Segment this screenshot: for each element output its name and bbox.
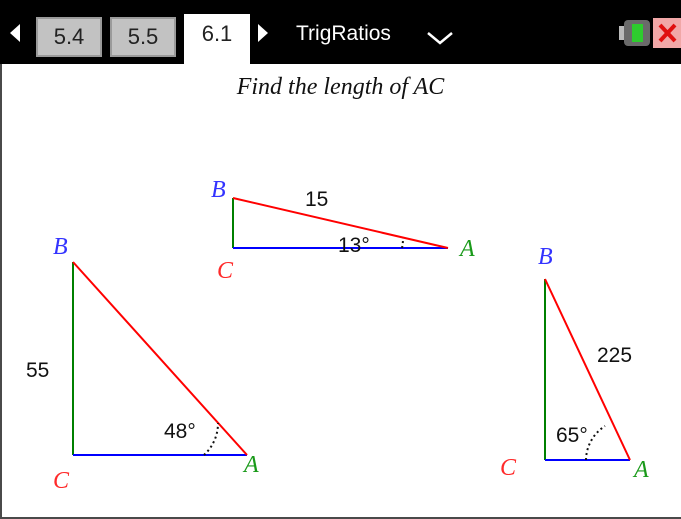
battery-icon bbox=[619, 20, 650, 46]
angle-arc bbox=[203, 422, 220, 456]
tab-5-4[interactable]: 5.4 bbox=[36, 17, 102, 57]
document-title[interactable]: TrigRatios bbox=[296, 22, 391, 45]
side-length-label: 55 bbox=[26, 359, 49, 382]
tab-6-1[interactable]: 6.1 bbox=[184, 14, 250, 64]
vertex-label-a: A bbox=[458, 236, 475, 262]
angle-label: 13° bbox=[338, 234, 370, 257]
vertex-label-b: B bbox=[211, 177, 226, 203]
angle-arc bbox=[401, 237, 405, 249]
vertex-label-b: B bbox=[53, 234, 68, 260]
vertex-label-a: A bbox=[632, 457, 649, 483]
angle-label: 65° bbox=[556, 424, 588, 447]
chevron-down-icon[interactable] bbox=[426, 30, 454, 46]
graph-canvas[interactable] bbox=[0, 64, 681, 519]
right-arrow-icon[interactable] bbox=[256, 22, 270, 44]
side-length-label: 15 bbox=[305, 188, 328, 211]
side-ab bbox=[72, 261, 248, 456]
left-arrow-icon[interactable] bbox=[8, 22, 22, 44]
angle-arc bbox=[585, 425, 606, 461]
triangle-left: B C A 55 48° bbox=[26, 234, 259, 494]
angle-label: 48° bbox=[164, 420, 196, 443]
close-button[interactable] bbox=[653, 18, 681, 48]
triangle-right: B C A 225 65° bbox=[500, 244, 649, 483]
vertex-label-c: C bbox=[500, 455, 517, 481]
vertex-label-b: B bbox=[538, 244, 553, 270]
tab-5-5[interactable]: 5.5 bbox=[110, 17, 176, 57]
side-ab bbox=[544, 278, 631, 461]
problem-prompt: Find the length of AC bbox=[236, 74, 445, 100]
vertex-label-a: A bbox=[242, 452, 259, 478]
triangle-top: B C A 15 13° bbox=[211, 177, 475, 284]
side-length-label: 225 bbox=[597, 344, 632, 367]
toolbar: 5.4 5.5 6.1 TrigRatios bbox=[0, 0, 681, 64]
vertex-label-c: C bbox=[217, 258, 234, 284]
vertex-label-c: C bbox=[53, 468, 70, 494]
side-ab bbox=[232, 197, 449, 249]
